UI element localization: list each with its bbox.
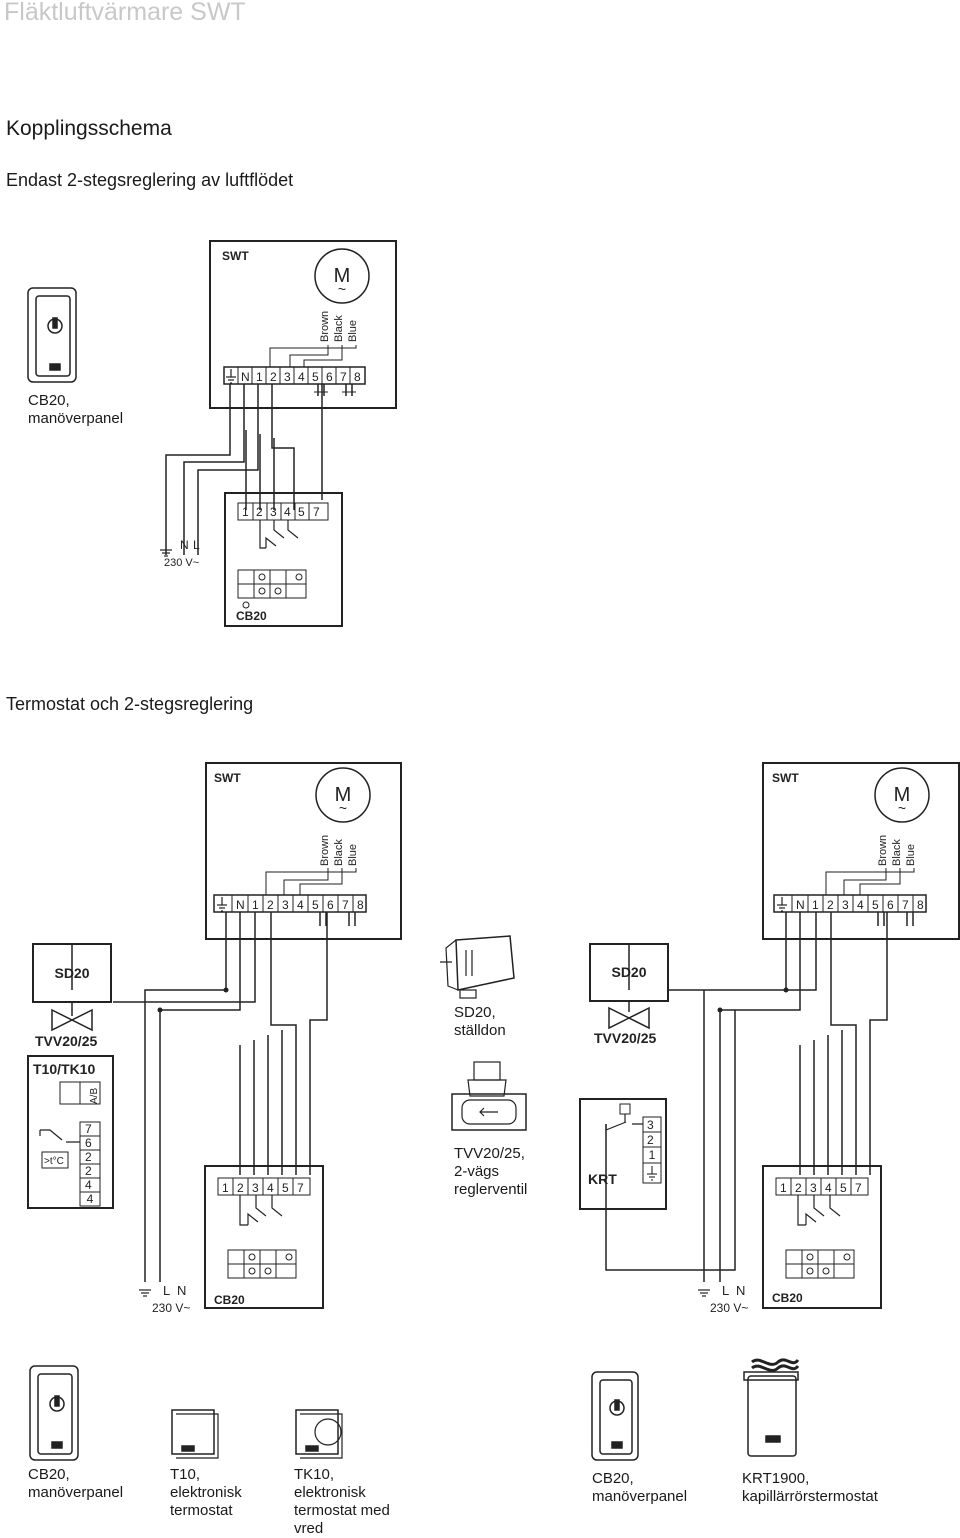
svg-text:>t°C: >t°C bbox=[44, 1156, 64, 1167]
cb20-panel-illustration-2 bbox=[29, 1365, 79, 1461]
tk10-illustration bbox=[295, 1409, 343, 1459]
caption-krt1900: KRT1900,kapillärrörstermostat bbox=[742, 1470, 878, 1505]
svg-text:L: L bbox=[722, 1283, 729, 1298]
wiring-d1 bbox=[165, 384, 323, 555]
svg-text:230 V~: 230 V~ bbox=[152, 1301, 190, 1315]
wire-label-black: Black bbox=[333, 315, 345, 342]
svg-text:~: ~ bbox=[339, 800, 347, 816]
motor-tilde: ~ bbox=[338, 281, 346, 297]
svg-text:3 2 1: 3 2 1 bbox=[647, 1118, 657, 1162]
document-title: Fläktluftvärmare SWT bbox=[4, 0, 246, 26]
tvv-label-right: TVV20/25 bbox=[594, 1030, 656, 1046]
wire-label-blue: Blue bbox=[347, 320, 359, 342]
svg-text:7 6 2 2: 7 6 2 2 4 4 bbox=[85, 1122, 95, 1206]
krt1900-illustration bbox=[743, 1358, 800, 1457]
swt-label: SWT bbox=[222, 249, 249, 263]
cb20-panel-illustration-3 bbox=[591, 1371, 639, 1461]
svg-text:CB20: CB20 bbox=[214, 1293, 245, 1307]
svg-text:Brown: Brown bbox=[877, 835, 889, 866]
svg-text:T10/TK10: T10/TK10 bbox=[33, 1061, 95, 1077]
svg-text:Blue: Blue bbox=[905, 844, 917, 866]
t10-thermostat: T10/TK10 A/B 7 6 2 2 4 4 >t°C bbox=[27, 1055, 114, 1209]
svg-text:SWT: SWT bbox=[214, 771, 241, 785]
tvv-label-left: TVV20/25 bbox=[35, 1033, 97, 1049]
motor-symbol: M bbox=[334, 265, 351, 287]
supply-2-right: L N 230 V~ bbox=[698, 1283, 748, 1315]
svg-text:Black: Black bbox=[891, 839, 903, 866]
svg-text:M: M bbox=[335, 784, 352, 806]
supply-1: N L 230 V~ bbox=[160, 538, 200, 569]
sd20-actuator-illustration bbox=[440, 935, 515, 999]
tvv-valve-illustration bbox=[451, 1061, 527, 1131]
caption-sd20-actuator: SD20,ställdon bbox=[454, 1004, 506, 1039]
wiring-d2-right bbox=[605, 912, 888, 1282]
supply-2-left: L N 230 V~ bbox=[139, 1283, 190, 1315]
svg-text:230 V~: 230 V~ bbox=[164, 557, 199, 569]
caption-cb20-panel-left: CB20,manöverpanel bbox=[28, 1466, 124, 1501]
cb20-label: CB20 bbox=[236, 609, 267, 623]
svg-text:~: ~ bbox=[898, 800, 906, 816]
caption-cb20-panel-right: CB20,manöverpanel bbox=[592, 1470, 688, 1505]
krt-thermostat: KRT 3 2 1 bbox=[579, 1098, 667, 1210]
svg-text:230 V~: 230 V~ bbox=[710, 1301, 748, 1315]
wire-label-brown: Brown bbox=[319, 311, 331, 342]
svg-text:Brown: Brown bbox=[319, 835, 331, 866]
svg-text:N: N bbox=[180, 538, 189, 552]
svg-text:CB20: CB20 bbox=[772, 1291, 803, 1305]
t10-illustration bbox=[171, 1409, 219, 1459]
svg-text:SWT: SWT bbox=[772, 771, 799, 785]
svg-text:N: N bbox=[736, 1283, 745, 1298]
cb20-panel-illustration-1 bbox=[27, 287, 77, 383]
svg-text:Black: Black bbox=[333, 839, 345, 866]
svg-text:L: L bbox=[163, 1283, 170, 1298]
svg-text:N: N bbox=[177, 1283, 186, 1298]
wiring-d2-left bbox=[71, 912, 328, 1282]
diagram-1-heading: Endast 2-stegsreglering av luftflödet bbox=[6, 170, 294, 190]
section-title: Kopplingsschema bbox=[6, 117, 172, 140]
svg-text:L: L bbox=[193, 538, 200, 552]
svg-text:A/B: A/B bbox=[89, 1088, 100, 1104]
svg-text:Blue: Blue bbox=[347, 844, 359, 866]
caption-cb20-panel-top: CB20,manöverpanel bbox=[28, 392, 124, 427]
svg-text:M: M bbox=[894, 784, 911, 806]
diagram-2-heading: Termostat och 2-stegsreglering bbox=[6, 694, 254, 714]
svg-text:KRT: KRT bbox=[588, 1171, 617, 1187]
